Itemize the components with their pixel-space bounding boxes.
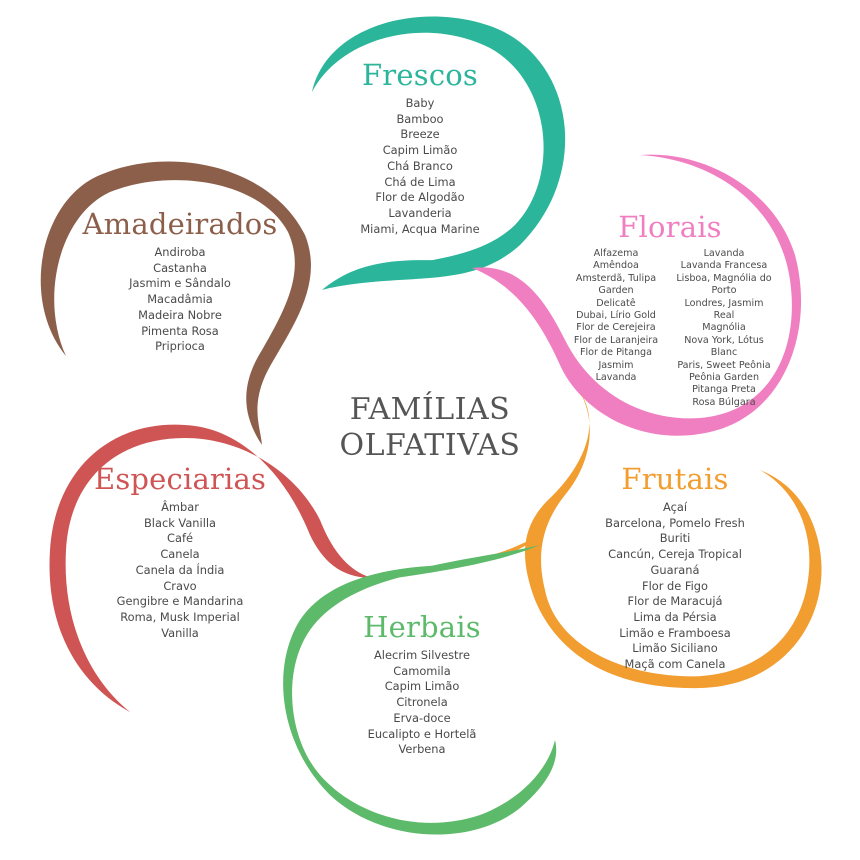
family-item: Pitanga Preta	[692, 384, 756, 396]
family-item: Andiroba	[154, 245, 206, 259]
family-item: Café	[167, 531, 193, 546]
family-item: Gengibre e Mandarina	[116, 594, 244, 609]
family-title-florais: Florais	[618, 210, 722, 244]
family-item: Nova York, Lótus Blanc	[684, 334, 764, 359]
family-item: Cravo	[163, 578, 197, 593]
family-item: Buriti	[659, 531, 691, 546]
family-item: Capim Limão	[382, 143, 458, 158]
family-item: Castanha	[153, 260, 207, 275]
family-item: Maçã com Canela	[624, 657, 726, 672]
family-item: Lisboa, Magnólia do Porto	[676, 272, 772, 297]
family-item: Alecrim Silvestre	[374, 648, 470, 662]
family-item: Delicatê	[596, 297, 636, 309]
family-item: Eucalipto e Hortelã	[367, 726, 477, 741]
family-item: Black Vanilla	[143, 515, 217, 530]
family-item: Citronela	[396, 695, 448, 710]
family-item: Madeira Nobre	[138, 307, 222, 322]
family-item: Erva-doce	[393, 710, 451, 725]
family-item: Lavanda Francesa	[680, 260, 768, 272]
family-item: Guaraná	[650, 562, 700, 577]
family-item: Verbena	[398, 742, 446, 757]
family-item: Canela da Índia	[135, 562, 225, 577]
family-item: Flor de Laranjeira	[573, 334, 659, 346]
family-item: Lavanda	[703, 248, 745, 259]
family-item: Limão e Framboesa	[619, 625, 731, 640]
family-item: Camomila	[393, 663, 451, 678]
family-title-herbais: Herbais	[363, 610, 481, 644]
family-item: Jasmim e Sândalo	[129, 276, 231, 291]
family-item: Lavanda	[595, 372, 637, 384]
family-item: Baby	[405, 96, 435, 110]
family-item: Bamboo	[396, 111, 444, 126]
family-item: Roma, Musk Imperial	[120, 609, 240, 624]
family-item: Lavanderia	[388, 205, 452, 220]
family-item: Chá de Lima	[384, 174, 456, 189]
family-title-especiarias: Especiarias	[93, 462, 267, 496]
family-item: Dubai, Lírio Gold	[576, 310, 656, 322]
family-item: Jasmim	[598, 359, 634, 371]
family-item: Rosa Búlgara	[692, 396, 756, 408]
family-item: Breeze	[400, 127, 440, 142]
family-item: Priprioca	[155, 339, 205, 354]
family-item: Flor de Maracujá	[627, 594, 723, 609]
family-item: Lima da Pérsia	[633, 609, 717, 624]
family-item: Macadâmia	[147, 292, 213, 307]
family-item: Chá Branco	[387, 158, 453, 173]
family-item: Capim Limão	[384, 679, 460, 694]
family-item: Flor de Algodão	[375, 190, 465, 205]
frescos-ring	[312, 16, 566, 290]
herbais-ring	[283, 545, 557, 835]
family-item: Paris, Sweet Peônia	[677, 359, 771, 371]
family-item: Pimenta Rosa	[141, 323, 219, 338]
family-item: Barcelona, Pomelo Fresh	[605, 515, 745, 530]
family-item: Londres, Jasmim Real	[684, 297, 764, 322]
family-item: Peônia Garden	[688, 372, 760, 384]
family-item: Açaí	[663, 500, 687, 514]
family-item: Alfazema	[593, 248, 639, 259]
family-title-frescos: Frescos	[361, 58, 478, 92]
center-title: FAMÍLIAS OLFATIVAS	[280, 392, 580, 464]
family-item: Amsterdã, Tulipa Garden	[575, 272, 657, 297]
family-item: Vanilla	[161, 625, 199, 640]
family-item: Limão Siciliano	[632, 641, 718, 656]
family-item: Âmbar	[161, 500, 199, 514]
family-item: Flor de Figo	[642, 578, 708, 593]
especiarias-ring	[49, 424, 372, 712]
family-item: Canela	[160, 547, 200, 562]
family-item: Amêndoa	[593, 260, 639, 272]
family-item: Cancún, Cereja Tropical	[608, 547, 742, 562]
family-title-frutais: Frutais	[621, 462, 729, 496]
family-item: Miami, Acqua Marine	[360, 221, 480, 236]
center-title-line2: OLFATIVAS	[339, 428, 521, 463]
center-title-line1: FAMÍLIAS	[349, 392, 511, 427]
family-item: Flor de Pitanga	[579, 347, 653, 359]
family-item: Magnólia	[702, 322, 746, 334]
family-title-amadeirados: Amadeirados	[82, 207, 278, 241]
family-item: Flor de Cerejeira	[576, 322, 656, 334]
